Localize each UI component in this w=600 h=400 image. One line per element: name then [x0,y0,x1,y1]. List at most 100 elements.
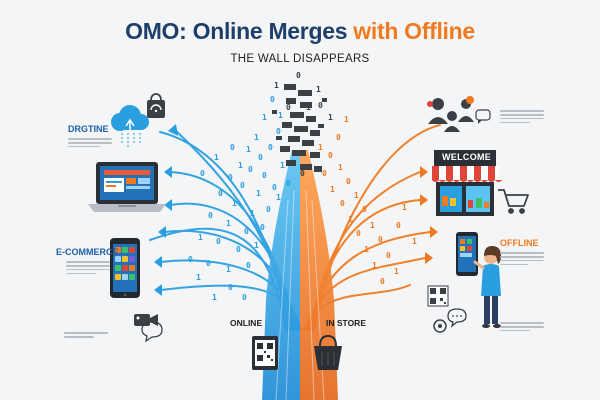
page-subtitle: THE WALL DISAPPEARS [230,53,370,65]
svg-text:0: 0 [258,153,263,162]
svg-text:1: 1 [196,273,201,282]
label-ecommerce: E-COMMERCE [56,247,119,257]
label-in-store: IN STORE [326,318,366,328]
svg-text:1: 1 [254,241,259,250]
svg-text:0: 0 [188,255,193,264]
chat-bubble-icon [433,308,467,333]
svg-text:1: 1 [254,133,259,142]
svg-text:0: 0 [272,183,277,192]
svg-text:0: 0 [380,277,385,286]
qr-code-icon [252,336,278,370]
svg-text:0: 0 [318,101,323,110]
svg-text:0: 0 [300,169,305,178]
svg-text:0: 0 [286,103,291,112]
video-camera-icon [134,314,158,326]
svg-text:1: 1 [262,113,267,122]
svg-text:1: 1 [394,267,399,276]
svg-text:1: 1 [328,113,333,122]
laptop-icon [88,162,166,212]
svg-text:0: 0 [378,235,383,244]
label-drgtine: DRGTINE [68,124,109,134]
svg-text:0: 0 [230,143,235,152]
title-part-orange: with Offline [353,18,475,44]
svg-text:0: 0 [328,151,333,160]
online-arrowhead [168,124,178,136]
label-online: ONLINE [230,318,263,328]
svg-text:1: 1 [278,111,283,120]
svg-text:0: 0 [248,165,253,174]
svg-text:1: 1 [344,115,349,124]
svg-text:0: 0 [208,211,213,220]
svg-text:1: 1 [256,189,261,198]
svg-text:0: 0 [262,171,267,180]
svg-text:0: 0 [244,227,249,236]
svg-text:1: 1 [364,245,369,254]
woman-with-phone-icon [456,232,501,328]
svg-text:1: 1 [354,191,359,200]
svg-text:0: 0 [228,283,233,292]
svg-text:0: 0 [270,95,275,104]
chat-bubble-icon [141,321,163,343]
label-bottom-right-blurb [500,320,544,334]
svg-text:0: 0 [242,293,247,302]
svg-text:1: 1 [226,219,231,228]
svg-text:0: 0 [286,179,291,188]
svg-text:0: 0 [236,245,241,254]
svg-text:0: 0 [240,181,245,190]
svg-text:1: 1 [412,237,417,246]
svg-text:1: 1 [402,203,407,212]
svg-text:0: 0 [346,177,351,186]
svg-text:0: 0 [218,189,223,198]
svg-text:0: 0 [228,173,233,182]
svg-text:0: 0 [246,261,251,270]
cloud-icon [111,105,149,147]
svg-text:1: 1 [274,81,279,90]
svg-text:0: 0 [356,229,361,238]
svg-text:0: 0 [296,71,301,80]
svg-text:1: 1 [330,185,335,194]
svg-text:0: 0 [396,221,401,230]
store-sign: WELCOME [442,152,492,162]
svg-text:1: 1 [250,209,255,218]
svg-text:0: 0 [200,169,205,178]
svg-text:1: 1 [306,103,311,112]
svg-text:0: 0 [386,251,391,260]
svg-text:1: 1 [198,233,203,242]
svg-text:1: 1 [316,85,321,94]
shopping-cart-icon [498,189,529,214]
svg-text:0: 0 [268,143,273,152]
label-drgtine-blurb [68,136,112,150]
label-ecommerce-blurb [66,259,110,276]
svg-text:1: 1 [226,265,231,274]
label-bottom-left-blurb [64,330,108,340]
svg-text:1: 1 [372,261,377,270]
svg-text:1: 1 [348,215,353,224]
offline-trunk [300,150,338,400]
svg-text:1: 1 [212,293,217,302]
shopping-bag-icon [147,93,165,118]
shopping-basket-icon [314,334,342,370]
svg-text:1: 1 [318,143,323,152]
svg-text:0: 0 [216,237,221,246]
svg-text:0: 0 [260,223,265,232]
svg-text:0: 0 [312,129,317,138]
smartphone-icon [110,238,140,298]
title-part-blue: OMO: Online Merges [125,18,354,44]
svg-text:0: 0 [336,133,341,142]
svg-text:1: 1 [276,193,281,202]
svg-text:1: 1 [246,145,251,154]
brick-wall-icon [272,84,327,172]
svg-text:0: 0 [340,199,345,208]
svg-text:1: 1 [214,153,219,162]
svg-text:1: 1 [238,161,243,170]
label-offline: OFFLINE [500,238,539,248]
svg-text:1: 1 [370,221,375,230]
storefront-icon [430,150,502,216]
svg-text:1: 1 [338,163,343,172]
svg-text:0: 0 [206,259,211,268]
label-offline-blurb [500,250,544,267]
svg-text:1: 1 [280,161,285,170]
binary-digits: 010 100 110 010 100 011 000 101 001 010 … [188,71,417,302]
svg-text:0: 0 [276,127,281,136]
svg-text:1: 1 [232,199,237,208]
